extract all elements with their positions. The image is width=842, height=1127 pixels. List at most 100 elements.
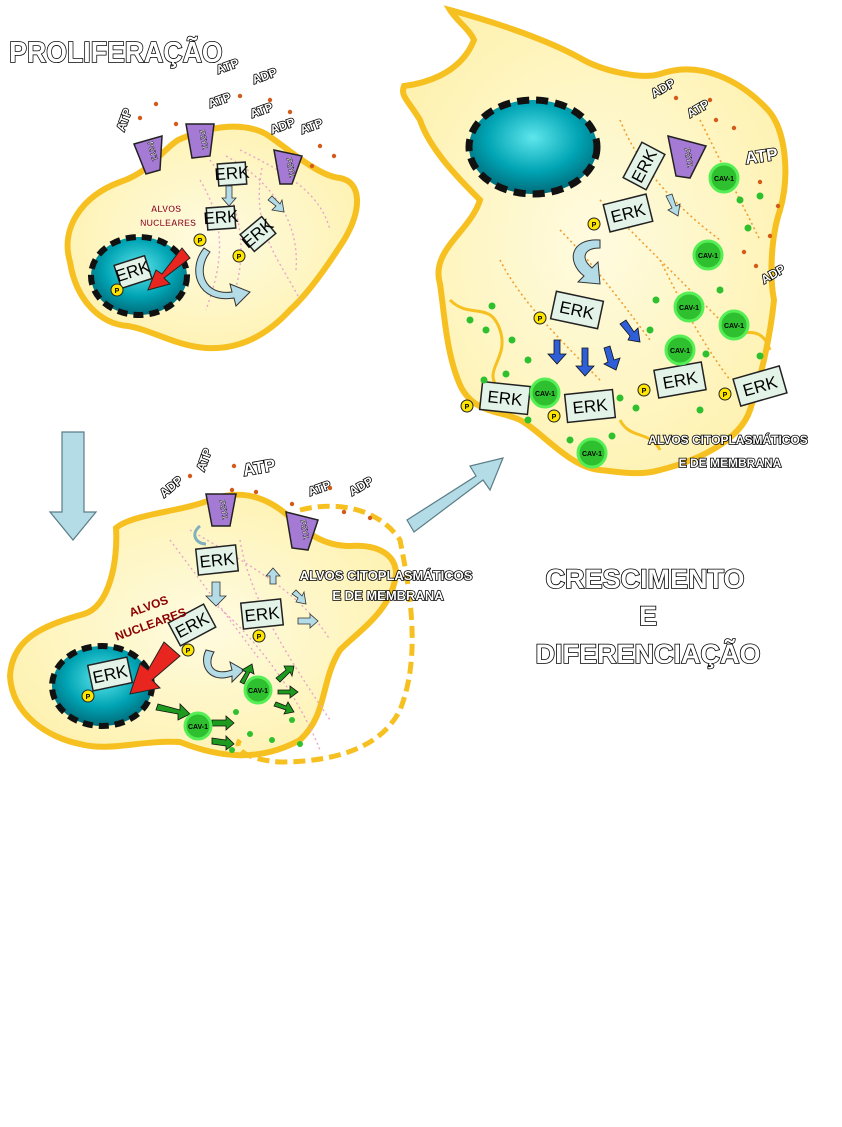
svg-text:CAV-1: CAV-1 [582,451,602,458]
svg-text:ERK: ERK [203,207,240,228]
cav1-marker: CAV-1 [718,309,750,341]
svg-text:P: P [198,238,203,245]
phospho-marker: P [460,399,474,413]
erk-box: ERK [549,290,605,330]
erk-box: ERK [239,598,285,630]
green-arrow [275,665,295,683]
svg-text:P: P [237,254,242,261]
phospho-marker: P [547,409,561,423]
phospho-marker: P [252,629,266,643]
blue-arrow [547,339,567,365]
green-arrow [211,715,235,731]
cav1-marker: CAV-1 [664,334,696,366]
nucleotide-dots [187,463,373,521]
growth-title-line2: E [639,601,657,631]
cell-membrane [64,123,360,352]
cyto-targets-label: E DE MEMBRANA [332,588,444,603]
phospho-marker: P [232,249,246,263]
green-arrow [277,685,299,699]
cyto-targets-label: ALVOS CITOPLASMÁTICOS [300,568,473,583]
green-arrow [155,703,191,721]
svg-text:ERK: ERK [572,395,609,418]
adp-label: ADP [347,474,376,499]
growth-title-line3: DIFERENCIAÇÃO [535,638,760,669]
svg-text:P: P [115,288,120,295]
atp-label: ATP [298,116,325,137]
cav1-marker: CAV-1 [576,437,608,469]
phospho-marker: P [587,217,601,231]
cav1-marker: CAV-1 [692,239,724,271]
phospho-marker: P [637,383,651,397]
receptor-p2y1: P2Y1 [667,134,708,179]
receptor-p2y1: P2Y1 [185,123,215,159]
phospho-marker: P [718,387,732,401]
growth-title-line1: CRESCIMENTO [545,564,744,594]
pale-curved-arrow [193,524,207,546]
svg-text:P: P [592,222,597,229]
green-arrow [239,663,255,685]
down-process-arrow [48,431,98,541]
svg-text:P2Y1: P2Y1 [682,147,694,168]
pale-down-arrow [665,193,681,217]
blue-arrow [575,347,595,377]
atp-label: ATP [114,107,135,134]
adp-label: ADP [250,65,279,87]
red-translocation-arrow [147,247,191,291]
phospho-marker: P [181,643,195,657]
nuclear-targets-label: NUCLEARES [140,218,196,228]
erk-box: ERK [602,193,654,233]
cav1-marker: CAV-1 [243,675,273,705]
phospho-marker: P [81,689,95,703]
svg-text:ERK: ERK [487,387,524,410]
cav1-marker: CAV-1 [529,377,561,409]
small-pale-arrow [267,195,285,213]
cyto-targets-label: E DE MEMBRANA [679,456,782,470]
erk-box: ERK [194,544,240,576]
green-arrow [211,735,235,751]
receptor-p2y1: P2Y1 [273,149,303,185]
receptor-p2y1: P2Y1 [285,510,319,551]
curved-activation-arrow [572,239,601,285]
small-pale-arrow [221,185,237,207]
svg-text:ERK: ERK [244,603,281,626]
svg-text:ERK: ERK [214,163,251,184]
erk-box: ERK [203,205,240,231]
erk-box: ERK [732,364,788,408]
svg-text:P: P [538,316,543,323]
adp-label: ADP [157,473,185,500]
cav1-marker: CAV-1 [183,711,213,741]
erk-box: ERK [563,388,617,424]
green-dots [229,709,303,753]
diagonal-process-arrow [406,457,504,533]
cell-growth: P2Y1 ADP ATP ATP ADP ERK ERK ERK ERK ERK… [400,5,809,477]
svg-text:P: P [86,694,91,701]
erk-box: ERK [214,161,251,187]
phospho-marker: P [110,283,124,297]
cell-proliferation: P2Y1 P2Y1 P2Y1 ATP ADP ATP ATP ADP ATP A… [64,55,360,352]
pale-down-arrow [205,581,227,607]
atp-label: ATP [248,100,275,121]
erk-box: ERK [478,380,532,416]
red-translocation-arrow [129,641,181,695]
membrane-extension [235,503,415,765]
svg-text:P2Y1: P2Y1 [298,519,310,540]
atp-label: ATP [194,447,215,474]
small-pale-arrow [297,613,319,629]
svg-text:ERK: ERK [199,549,236,572]
green-dots [466,192,764,444]
svg-text:CAV-1: CAV-1 [714,176,734,183]
nucleus [465,96,601,198]
nuclear-targets-label: ALVOS [151,204,181,214]
cav1-marker: CAV-1 [673,291,705,323]
svg-text:CAV-1: CAV-1 [698,253,718,260]
svg-text:CAV-1: CAV-1 [724,323,744,330]
small-pale-arrow [265,567,281,585]
erk-box-nuclear: ERK [86,656,134,692]
phospho-marker: P [193,233,207,247]
svg-text:CAV-1: CAV-1 [670,348,690,355]
curved-activation-arrow [195,247,251,307]
small-pale-arrow [291,589,307,605]
svg-text:CAV-1: CAV-1 [535,391,555,398]
erk-box: ERK [653,361,707,399]
